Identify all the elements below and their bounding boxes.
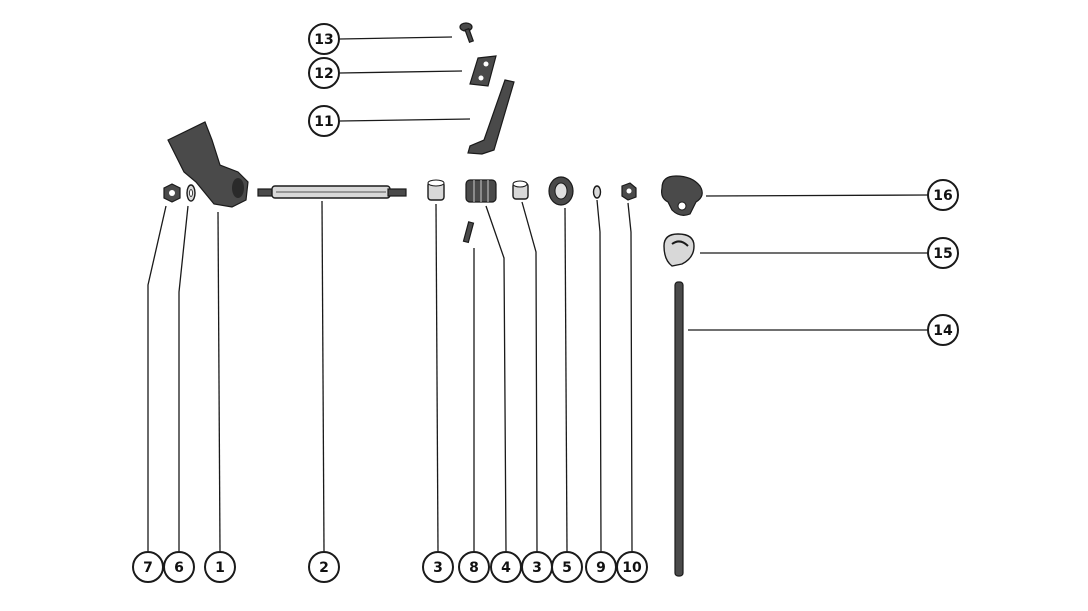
callout-label: 14 bbox=[933, 323, 953, 339]
part-15-clip bbox=[663, 233, 695, 267]
callout-label: 1 bbox=[215, 560, 225, 576]
callout-label: 15 bbox=[933, 246, 952, 262]
callout-label: 6 bbox=[174, 560, 184, 576]
callout-6: 6 bbox=[163, 551, 195, 583]
callout-label: 9 bbox=[596, 560, 606, 576]
callout-7: 7 bbox=[132, 551, 164, 583]
part-13-screw bbox=[459, 22, 475, 44]
callout-label: 4 bbox=[501, 560, 511, 576]
callout-label: 2 bbox=[319, 560, 329, 576]
leader-lines bbox=[147, 36, 929, 552]
part-7-nut bbox=[163, 183, 181, 203]
part-1-handle bbox=[167, 121, 249, 208]
callout-label: 3 bbox=[532, 560, 542, 576]
callout-label: 7 bbox=[143, 560, 153, 576]
part-9-washer bbox=[592, 185, 602, 199]
callout-label: 11 bbox=[314, 114, 333, 130]
part-4-gear bbox=[465, 179, 497, 203]
part-3-bushing-left bbox=[427, 179, 445, 201]
callout-3-right: 3 bbox=[521, 551, 553, 583]
part-3-bushing-right bbox=[512, 180, 529, 200]
part-12-plate bbox=[469, 55, 497, 87]
callout-label: 5 bbox=[562, 560, 572, 576]
part-14-rod bbox=[674, 281, 684, 577]
part-16-knob bbox=[661, 175, 703, 216]
callout-8: 8 bbox=[458, 551, 490, 583]
part-11-lever bbox=[467, 79, 515, 155]
callout-label: 10 bbox=[622, 560, 642, 576]
callout-16: 16 bbox=[927, 179, 959, 211]
callout-label: 3 bbox=[433, 560, 443, 576]
callout-14: 14 bbox=[927, 314, 959, 346]
callout-2: 2 bbox=[308, 551, 340, 583]
part-2-shaft bbox=[257, 185, 407, 199]
part-10-nut bbox=[621, 182, 637, 201]
part-8-pin bbox=[462, 221, 475, 244]
part-6-washer bbox=[186, 184, 196, 202]
callout-13: 13 bbox=[308, 23, 340, 55]
callout-1: 1 bbox=[204, 551, 236, 583]
callout-label: 8 bbox=[469, 560, 479, 576]
callout-3-left: 3 bbox=[422, 551, 454, 583]
callout-label: 16 bbox=[933, 188, 952, 204]
part-5-gear bbox=[548, 176, 574, 206]
callout-10: 10 bbox=[616, 551, 648, 583]
callout-4: 4 bbox=[490, 551, 522, 583]
callout-12: 12 bbox=[308, 57, 340, 89]
callout-15: 15 bbox=[927, 237, 959, 269]
callout-5: 5 bbox=[551, 551, 583, 583]
callout-label: 13 bbox=[314, 32, 333, 48]
callout-11: 11 bbox=[308, 105, 340, 137]
callout-9: 9 bbox=[585, 551, 617, 583]
callout-label: 12 bbox=[314, 66, 333, 82]
